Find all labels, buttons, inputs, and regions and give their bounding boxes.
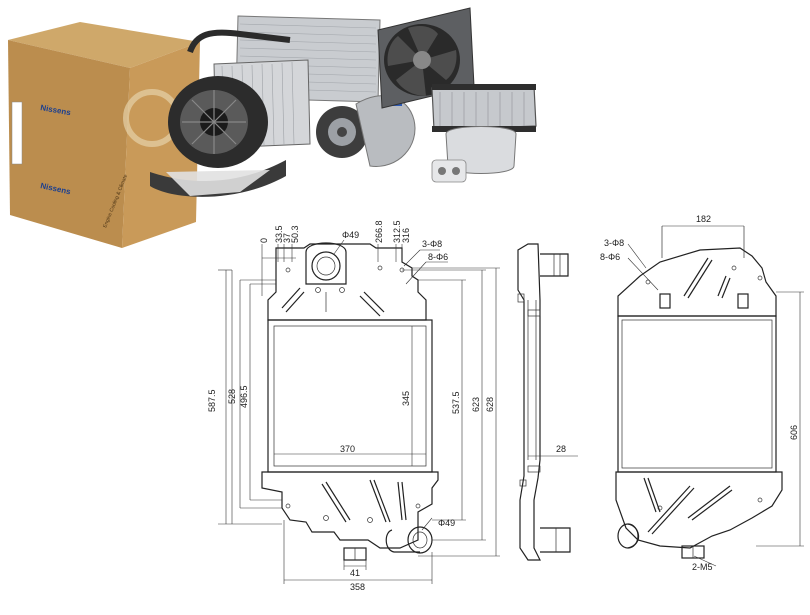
hole-8-phi6-label: 8-Φ6 [428, 252, 448, 262]
dim-345: 345 [401, 391, 411, 406]
dim-182: 182 [696, 214, 711, 224]
product-photo: Nissens Nissens Engine Cooling & Climate [8, 7, 537, 248]
hole-3-phi8-label: 3-Φ8 [422, 239, 442, 249]
pipe [187, 29, 291, 54]
dim-phi49-top: Φ49 [342, 230, 359, 240]
blower-motor [150, 76, 286, 197]
dim-528: 528 [227, 389, 237, 404]
dim-37: 37 [282, 233, 292, 243]
dim-496-5: 496.5 [239, 385, 249, 408]
dim-623: 623 [471, 397, 481, 412]
side-view-drawing: 28 [517, 243, 578, 561]
dim-phi49-bottom: Φ49 [438, 518, 455, 528]
dim-28: 28 [556, 444, 566, 454]
dim-358: 358 [350, 582, 365, 592]
rear-hole-8-phi6-label: 8-Φ6 [600, 252, 620, 262]
dim-50-3: 50.3 [290, 225, 300, 243]
dim-316: 316 [401, 228, 411, 243]
dim-606: 606 [789, 425, 799, 440]
rear-view-drawing: 182 3-Φ8 8-Φ6 606 2-M5 [600, 214, 804, 572]
radiator-fan [377, 7, 475, 109]
dim-537-5: 537.5 [451, 391, 461, 414]
dim-312-5: 312.5 [392, 220, 402, 243]
front-view-drawing: 0 33.5 37 50.3 Φ49 266.8 312.5 316 3-Φ8 … [207, 220, 500, 592]
compressor [316, 88, 416, 167]
dim-587-5: 587.5 [207, 389, 217, 412]
dim-41: 41 [350, 568, 360, 578]
thread-2-m5-label: 2-M5 [692, 562, 713, 572]
cardboard-box: Nissens Nissens Engine Cooling & Climate [8, 22, 200, 248]
receiver-drier [431, 126, 517, 183]
rear-hole-3-phi8-label: 3-Φ8 [604, 238, 624, 248]
heater-core [431, 84, 537, 132]
dim-370: 370 [340, 444, 355, 454]
dim-33-5: 33.5 [274, 225, 284, 243]
dim-628: 628 [485, 397, 495, 412]
dim-266-8: 266.8 [374, 220, 384, 243]
dim-0: 0 [259, 238, 269, 243]
